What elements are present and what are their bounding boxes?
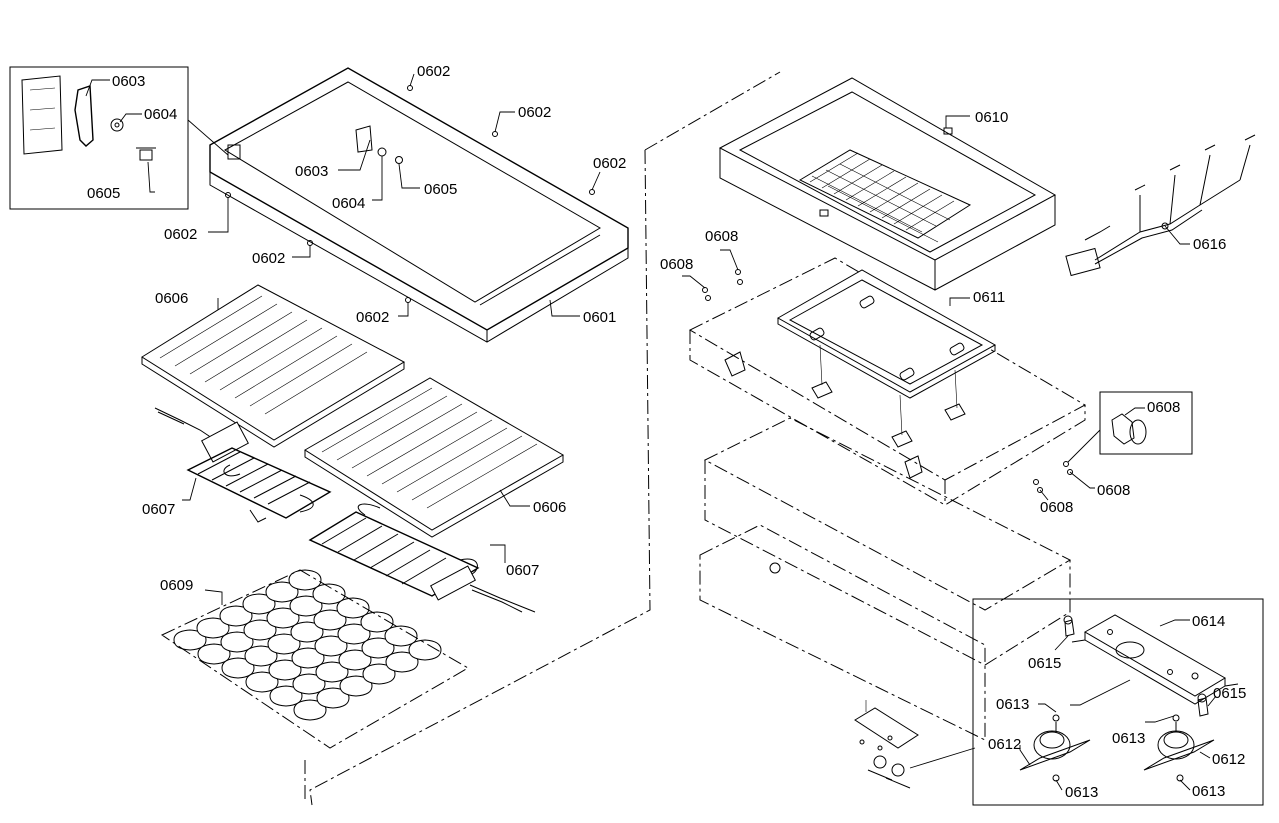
label-0606-left: 0606 bbox=[155, 290, 188, 307]
lava-rock bbox=[292, 673, 326, 695]
lava-rock bbox=[293, 699, 327, 721]
clip-detail-inset bbox=[9, 66, 229, 210]
label-0612-right: 0612 bbox=[1212, 751, 1245, 768]
label-0611: 0611 bbox=[973, 289, 1005, 306]
housing-assembly-dashed bbox=[688, 257, 1087, 741]
label-0602-left: 0602 bbox=[164, 226, 197, 243]
pan-0611 bbox=[776, 269, 997, 448]
lava-rock bbox=[291, 647, 325, 669]
label-0602-bottom: 0602 bbox=[356, 309, 389, 326]
lava-rock bbox=[408, 639, 442, 661]
label-0607-right: 0607 bbox=[506, 562, 539, 579]
lava-rock bbox=[336, 597, 370, 619]
lava-rock bbox=[289, 595, 323, 617]
label-0602-top: 0602 bbox=[417, 63, 450, 80]
lava-rock bbox=[316, 687, 350, 709]
label-0613-top-right: 0613 bbox=[1112, 730, 1145, 747]
lava-rock bbox=[266, 607, 300, 629]
label-0613-bottom-right: 0613 bbox=[1192, 783, 1225, 800]
label-0614: 0614 bbox=[1192, 613, 1225, 630]
grill-grate-0606-right bbox=[304, 377, 565, 538]
label-0605-inset: 0605 bbox=[87, 185, 120, 202]
lava-rock bbox=[196, 617, 230, 639]
thermostat-bracket-small bbox=[854, 700, 976, 789]
label-0601: 0601 bbox=[583, 309, 616, 326]
lava-rock bbox=[268, 659, 302, 681]
label-0610: 0610 bbox=[975, 109, 1008, 126]
label-0608-upper: 0608 bbox=[705, 228, 738, 245]
grill-grate-0606-left bbox=[141, 284, 406, 448]
drip-tray-0610 bbox=[718, 77, 1057, 291]
lava-rock bbox=[360, 611, 394, 633]
lava-rock bbox=[339, 675, 373, 697]
heating-element-0607-right bbox=[308, 503, 536, 613]
label-0602-lower: 0602 bbox=[252, 250, 285, 267]
rocks-outline bbox=[160, 569, 469, 749]
label-0613-bottom-left: 0613 bbox=[1065, 784, 1098, 801]
lava-rock bbox=[337, 623, 371, 645]
label-0615-right: 0615 bbox=[1213, 685, 1246, 702]
label-0616: 0616 bbox=[1193, 236, 1226, 253]
assembly-guide-lines bbox=[304, 71, 781, 806]
label-0608-lower: 0608 bbox=[660, 256, 693, 273]
lava-rock bbox=[314, 635, 348, 657]
screws-0608-left bbox=[682, 249, 743, 301]
lava-rocks-0609 bbox=[173, 569, 442, 721]
label-0604-inset: 0604 bbox=[144, 106, 177, 123]
label-0609: 0609 bbox=[160, 577, 193, 594]
label-0603-frame: 0603 bbox=[295, 163, 328, 180]
lava-rock bbox=[361, 637, 395, 659]
lava-rock bbox=[265, 581, 299, 603]
lava-rock bbox=[245, 671, 279, 693]
lava-rock bbox=[313, 609, 347, 631]
label-0605-frame: 0605 bbox=[424, 181, 457, 198]
wire-harness-0616 bbox=[1065, 134, 1256, 277]
label-0608-inset: 0608 bbox=[1147, 399, 1180, 416]
label-0613-top-left: 0613 bbox=[996, 696, 1029, 713]
lava-rock bbox=[384, 625, 418, 647]
label-0607-left: 0607 bbox=[142, 501, 175, 518]
label-0604-frame: 0604 bbox=[332, 195, 365, 212]
lava-rock bbox=[221, 657, 255, 679]
lava-rock bbox=[197, 643, 231, 665]
lava-rock bbox=[362, 663, 396, 685]
lava-rock bbox=[312, 583, 346, 605]
part-labels: 0603 0604 0605 0602 0602 0602 0603 0604 … bbox=[87, 63, 1246, 801]
label-0603-inset: 0603 bbox=[112, 73, 145, 90]
lava-rock bbox=[220, 631, 254, 653]
lava-rock bbox=[243, 619, 277, 641]
label-0602-mid: 0602 bbox=[518, 104, 551, 121]
label-0602-right: 0602 bbox=[593, 155, 626, 172]
lava-rock bbox=[338, 649, 372, 671]
label-0615-left: 0615 bbox=[1028, 655, 1061, 672]
lava-rock bbox=[315, 661, 349, 683]
heating-element-0607-left bbox=[154, 407, 332, 523]
frame-0601 bbox=[208, 67, 629, 343]
lava-rock bbox=[267, 633, 301, 655]
thermostat-detail-inset bbox=[972, 598, 1264, 806]
leader-0609 bbox=[204, 589, 223, 605]
lava-rock bbox=[269, 685, 303, 707]
label-0608-bottom: 0608 bbox=[1040, 499, 1073, 516]
lava-rock bbox=[385, 651, 419, 673]
lava-rock bbox=[219, 605, 253, 627]
label-0606-right: 0606 bbox=[533, 499, 566, 516]
label-0612-left: 0612 bbox=[988, 736, 1021, 753]
label-0608-right: 0608 bbox=[1097, 482, 1130, 499]
screw-detail-inset bbox=[1033, 391, 1193, 501]
lava-rock bbox=[288, 569, 322, 591]
lava-rock bbox=[242, 593, 276, 615]
lava-rock bbox=[290, 621, 324, 643]
lava-rock bbox=[244, 645, 278, 667]
